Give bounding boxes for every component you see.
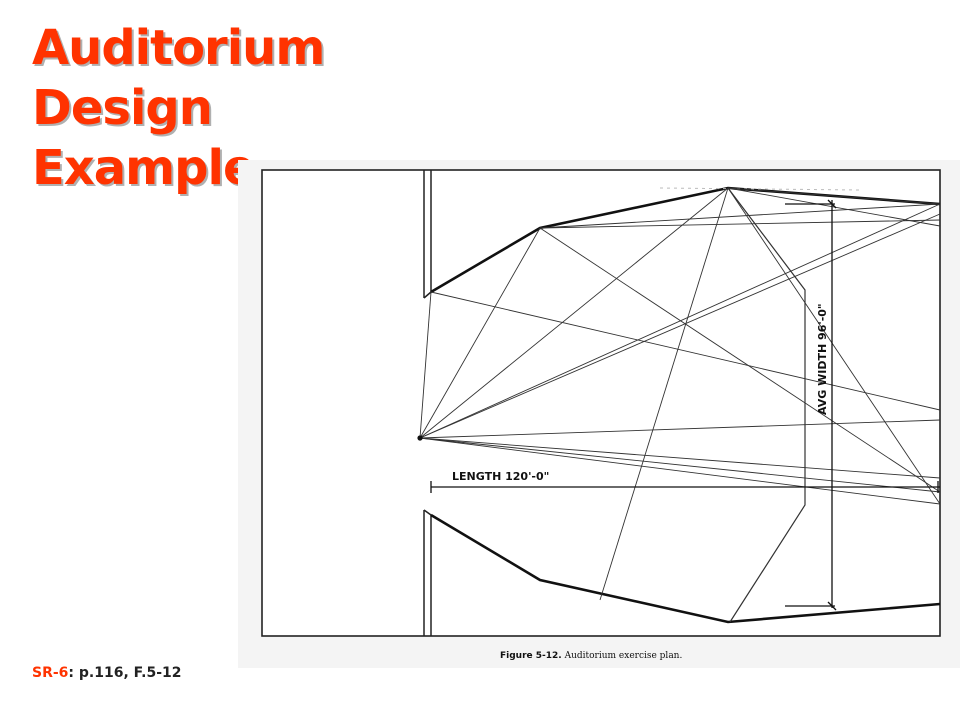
source-reference: SR-6: p.116, F.5-12 bbox=[32, 665, 182, 681]
page-title: Auditorium Design Example bbox=[32, 18, 325, 198]
title-line-3: Example bbox=[32, 140, 256, 196]
sound-source-point bbox=[417, 435, 423, 441]
title-line-1: Auditorium bbox=[32, 20, 325, 76]
source-ref-detail: : p.116, F.5-12 bbox=[68, 665, 182, 681]
stage-wall-lower bbox=[423, 509, 432, 636]
faint-marks bbox=[659, 187, 861, 191]
caption-number: Figure 5-12. bbox=[500, 651, 562, 661]
width-dimension bbox=[785, 199, 837, 611]
stage-wall-upper bbox=[423, 170, 432, 299]
title-line-2: Design bbox=[32, 80, 213, 136]
source-ref-id: SR-6 bbox=[32, 665, 69, 681]
wall-outline-bottom bbox=[430, 513, 941, 624]
figure-caption: Figure 5-12. Auditorium exercise plan. bbox=[500, 651, 682, 661]
figure-frame bbox=[261, 169, 941, 637]
length-dimension bbox=[430, 481, 940, 493]
length-dimension-label: LENGTH 120'-0" bbox=[452, 470, 549, 483]
caption-text: Auditorium exercise plan. bbox=[564, 651, 683, 661]
average-width-line bbox=[727, 187, 806, 623]
sound-ray-lines bbox=[419, 187, 941, 601]
width-dimension-label: AVG WIDTH 96'-0" bbox=[816, 303, 829, 415]
